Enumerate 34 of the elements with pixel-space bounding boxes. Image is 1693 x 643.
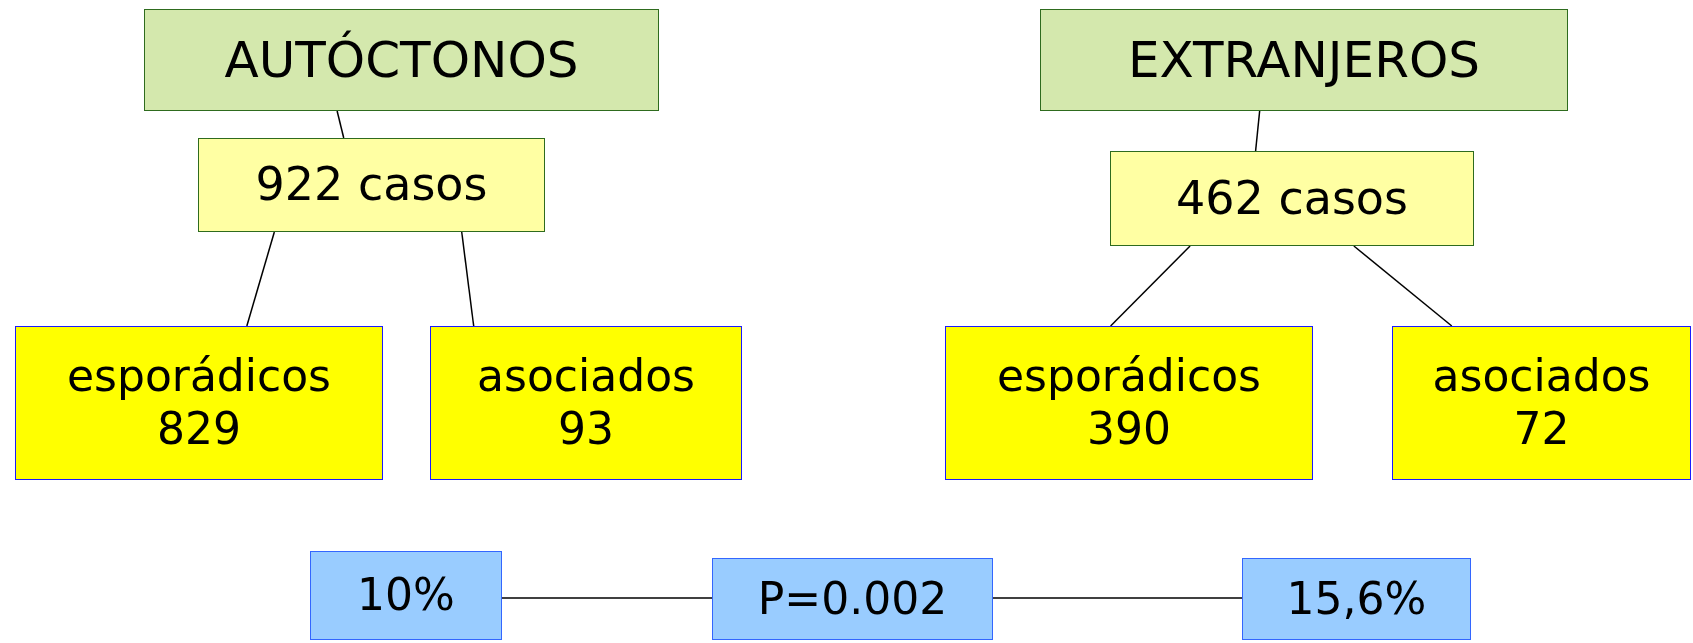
label-box (1040, 9, 1568, 111)
connector-line (1109, 245, 1191, 327)
box-text: 922 casos (255, 157, 488, 213)
label-box (430, 326, 742, 480)
box-text: 72 (1513, 403, 1570, 456)
box-text: 15,6% (1286, 572, 1427, 626)
connector-line (1254, 110, 1261, 152)
connector-line (1353, 245, 1453, 327)
connector-line (992, 597, 1243, 599)
connector-line (336, 110, 345, 139)
box-text: esporádicos (996, 350, 1262, 403)
label-box (144, 9, 659, 111)
box-text: esporádicos (66, 350, 332, 403)
label-box (310, 551, 502, 640)
box-text: AUTÓCTONOS (224, 30, 579, 90)
box-text: 829 (157, 403, 241, 456)
connector-line (501, 597, 713, 599)
box-text: P=0.002 (757, 572, 948, 626)
box-text: 390 (1087, 403, 1171, 456)
label-box (712, 558, 993, 640)
label-box (198, 138, 545, 232)
label-box (1242, 558, 1471, 640)
box-text: asociados (1432, 350, 1651, 403)
box-text: asociados (477, 350, 695, 403)
connector-line (460, 231, 475, 327)
label-box (1110, 151, 1474, 246)
label-box (945, 326, 1313, 480)
label-box (15, 326, 383, 480)
label-box (1392, 326, 1691, 480)
box-text: EXTRANJEROS (1128, 30, 1480, 90)
box-text: 10% (357, 569, 455, 622)
connector-line (246, 231, 276, 327)
box-text: 93 (558, 403, 614, 456)
box-text: 462 casos (1176, 170, 1408, 227)
